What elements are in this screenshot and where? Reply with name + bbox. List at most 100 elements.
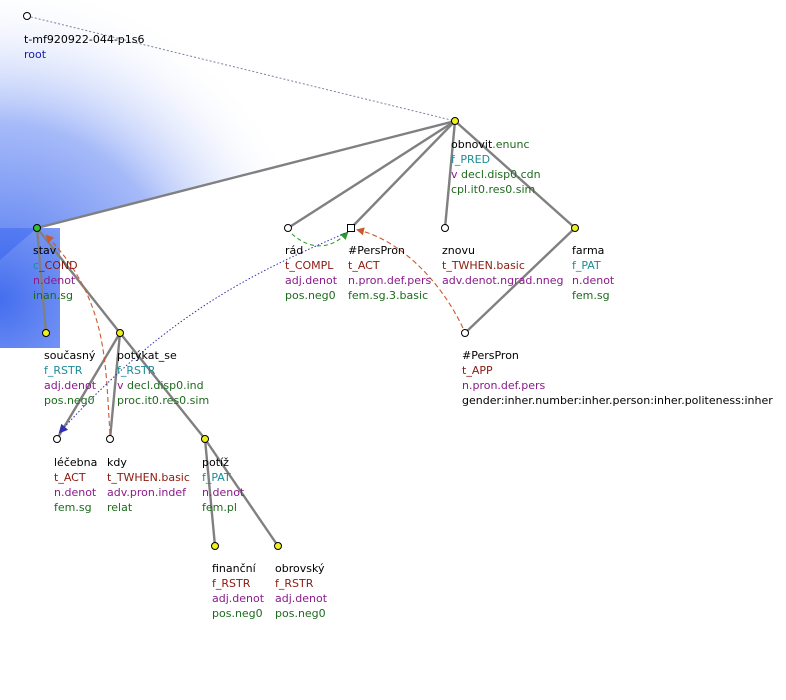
label-stav: stav c_COND n.denot inan.sg [33,243,78,303]
grammatemes-2: proc.it0.res0.sim [117,394,210,407]
label-perspron2: #PersPron t_APP n.pron.def.pers gender:i… [462,348,773,408]
functor: t_ACT [54,471,86,484]
label-perspron: #PersPron t_ACT n.pron.def.pers fem.sg.3… [348,243,431,303]
grammatemes: fem.sg.3.basic [348,289,429,302]
tree-edges [35,119,576,547]
grammatemes: inan.sg [33,289,73,302]
functor: f_RSTR [44,364,83,377]
lemma: obnovit [451,138,493,151]
grammatemes: decl.disp0.ind [127,379,204,392]
lemma: finanční [212,562,256,575]
grammatemes: fem.pl [202,501,237,514]
node-perspron2 [461,329,469,337]
label-obrovsky: obrovský f_RSTR adj.denot pos.neg0 [275,561,327,621]
coref-arrow-perspron2-perspron [356,227,464,329]
sempos-prefix: v [117,379,128,392]
tree-nodes [23,12,579,550]
sempos: adv.denot.ngrad.nneg [442,274,564,287]
lemma: rád [285,244,304,257]
lemma: potýkat_se [117,349,177,362]
node-lecebna [53,435,61,443]
node-obrovsky [274,542,282,550]
node-financni [211,542,219,550]
lemma: obrovský [275,562,325,575]
node-soucasny [42,329,50,337]
grammatemes: pos.neg0 [275,607,326,620]
grammatemes: pos.neg0 [212,607,263,620]
functor: f_RSTR [212,577,251,590]
node-stav [33,224,41,232]
label-farma: farma f_PAT n.denot fem.sg [572,243,614,303]
edge-potykat-potiz [119,332,206,440]
functor: _COND [39,259,78,272]
label-soucasny: současný f_RSTR adj.denot pos.neg0 [44,348,96,408]
grammatemes-2: cpl.it0.res0.sim [451,183,536,196]
label-financni: finanční f_RSTR adj.denot pos.neg0 [212,561,264,621]
edge-obnovit-stav [36,119,456,230]
coref-arrow-kdy-stav [45,234,111,435]
highlight-region-lower [0,228,60,348]
root-role: root [24,48,47,61]
lemma: #PersPron [462,349,519,362]
node-obnovit [451,117,459,125]
node-potiz [201,435,209,443]
sempos: n.denot [54,486,97,499]
edge-obnovit-rad [287,119,456,230]
functor: f_RSTR [117,364,156,377]
lemma: kdy [107,456,127,469]
sempos: adv.pron.indef [107,486,186,499]
lemma: stav [33,244,57,257]
node-znovu [441,224,449,232]
sempos: n.denot [572,274,615,287]
lemma: léčebna [54,456,98,469]
highlight-region [0,0,455,260]
edge-potiz-financni [203,438,217,547]
node-kdy [106,435,114,443]
node-potykat [116,329,124,337]
sempos: n.denot [202,486,245,499]
label-kdy: kdy t_TWHEN.basic adv.pron.indef relat [107,455,190,515]
functor: t_APP [462,364,493,377]
label-obnovit: obnovit.enunc f_PRED v decl.disp0.cdn cp… [451,137,541,197]
label-rad: rád t_COMPL adj.denot pos.neg0 [285,243,337,303]
edge-potykat-kdy [108,332,122,440]
edge-farma-perspron2 [464,227,576,334]
grammatemes: pos.neg0 [285,289,336,302]
edge-obnovit-perspron [350,120,456,229]
functor-prefix: c [33,259,40,272]
lemma: #PersPron [348,244,405,257]
functor: t_ACT [348,259,380,272]
lemma-suffix: .enunc [492,138,530,151]
node-perspron [347,224,355,232]
label-potykat: potýkat_se f_RSTR v decl.disp0.ind proc.… [117,348,209,408]
lemma: znovu [442,244,475,257]
functor: f_RSTR [275,577,314,590]
grammatemes: decl.disp0.cdn [461,168,541,181]
root-id: t-mf920922-044-p1s6 [24,33,145,46]
label-root: t-mf920922-044-p1s6 root [24,32,145,62]
sempos: n.pron.def.pers [348,274,432,287]
sempos: adj.denot [285,274,338,287]
edge-root-obnovit [26,15,456,122]
functor: f_PAT [202,471,231,484]
label-potiz: potíž f_PAT n.denot fem.pl [202,455,244,515]
functor: t_COMPL [285,259,334,272]
coref-arrow-rad-perspron [291,231,349,247]
grammatemes: relat [107,501,133,514]
node-root [23,12,31,20]
sempos-prefix: v [451,168,462,181]
functor: t_TWHEN.basic [107,471,190,484]
edge-potiz-obrovsky [204,438,279,547]
label-lecebna: léčebna t_ACT n.denot fem.sg [54,455,97,515]
sempos: n.denot [33,274,76,287]
lemma: současný [44,349,96,362]
edge-stav-soucasny [35,227,48,334]
edge-stav-potykat [36,227,121,334]
sempos: adj.denot [212,592,265,605]
functor: t_TWHEN.basic [442,259,525,272]
node-rad [284,224,292,232]
functor: f_PRED [451,153,491,166]
node-farma [571,224,579,232]
